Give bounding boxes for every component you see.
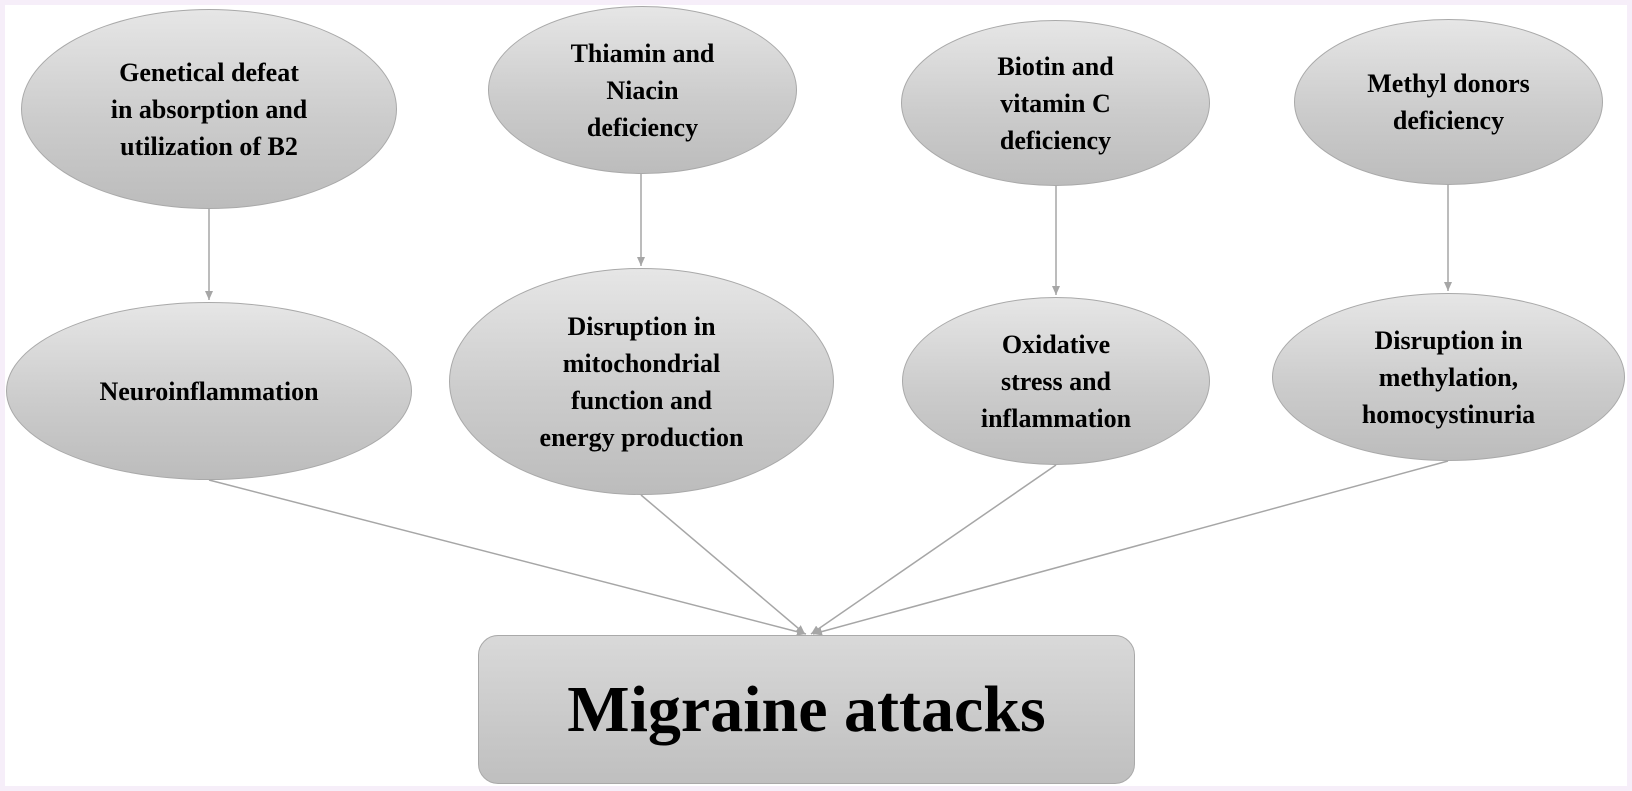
cause-label-b2: Genetical defeat in absorption and utili… [110,57,308,161]
cause-node-methyl-donors: Methyl donors deficiency [1294,19,1603,185]
effect-node-neuroinflammation: Neuroinflammation [6,302,412,480]
effect-node-oxidative-stress: Oxidative stress and inflammation [902,297,1210,465]
cause-node-b2: Genetical defeat in absorption and utili… [21,9,397,209]
cause-label-methyl-donors: Methyl donors deficiency [1367,69,1530,135]
effect-node-mitochondrial: Disruption in mitochondrial function and… [449,268,834,495]
cause-node-biotin-vitamin-c: Biotin and vitamin C deficiency [901,20,1210,186]
effect-label-mitochondrial: Disruption in mitochondrial function and… [539,311,744,452]
effect-node-methylation: Disruption in methylation, homocystinuri… [1272,293,1625,461]
cause-label-thiamin-niacin: Thiamin and Niacin deficiency [570,38,715,142]
outcome-label-migraine: Migraine attacks [567,672,1046,746]
effect-label-oxidative-stress: Oxidative stress and inflammation [980,329,1132,433]
effect-label-methylation: Disruption in methylation, homocystinuri… [1361,325,1536,429]
outcome-node-migraine: Migraine attacks [478,635,1135,784]
cause-node-thiamin-niacin: Thiamin and Niacin deficiency [488,6,797,174]
cause-label-biotin-vitamin-c: Biotin and vitamin C deficiency [997,51,1114,155]
effect-label-neuroinflammation: Neuroinflammation [99,376,319,406]
